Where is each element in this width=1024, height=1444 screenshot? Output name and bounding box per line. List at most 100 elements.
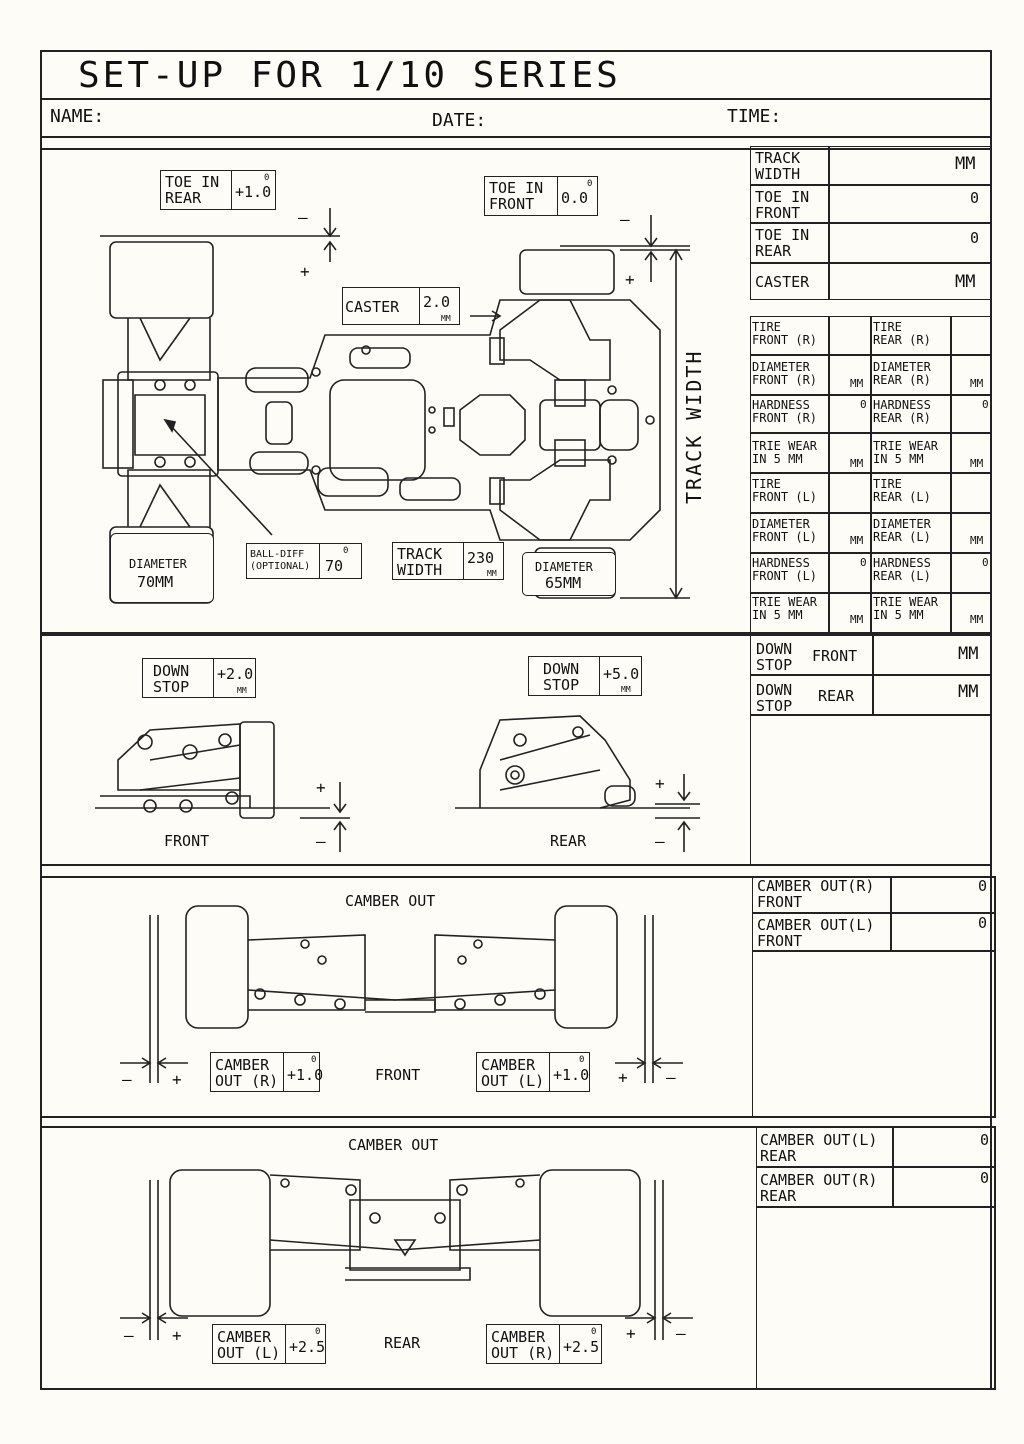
camber-out-l-rear-label: CAMBER OUT(L) REAR [760,1131,878,1165]
camber-rear-r-value: +2.5 [563,1338,600,1356]
caster-label: CASTER [345,298,400,316]
mm-unit: MM [970,613,984,626]
tire-wear-rear-l-label: TRIE WEAR IN 5 MM [873,595,939,622]
diameter-front-box: DIAMETER 65MM [522,552,616,596]
caster-value: 2.0 [423,293,451,311]
toe-rear-arrows [100,208,340,262]
tire-rear-l-label: TIRE REAR (L) [873,477,931,504]
minus-mark: – [122,1070,132,1089]
tire-rear-r-label: TIRE REAR (R) [873,320,931,347]
downstop-front-box: DOWN STOP +2.0 MM [142,658,256,698]
ball-diff-value: 70 [325,557,344,575]
hardness-front-r-label: HARDNESS FRONT (R) [752,398,818,425]
downstop-rear-caption: REAR [550,832,587,850]
table-divider [828,316,830,634]
mm-unit: MM [621,685,631,694]
minus-mark: – [298,208,308,227]
toe-rear-row-label: TOE IN REAR [755,226,810,260]
mm-unit: MM [958,644,979,664]
tire-front-l-label: TIRE FRONT (L) [752,477,818,504]
plus-mark: + [172,1326,182,1345]
degree-unit: 0 [311,1055,317,1065]
camber-front-caption: FRONT [375,1066,421,1084]
downstop-rear-value: +5.0 [603,665,640,683]
degree-unit: 0 [860,556,867,569]
camber-label: CAMBER OUT (L) [217,1328,281,1362]
table-divider [750,674,992,676]
mm-unit: MM [970,457,984,470]
downstop-front-value: +2.0 [217,665,254,683]
diameter-rear-value: 70MM [137,573,174,591]
tire-wear-rear-r-label: TRIE WEAR IN 5 MM [873,439,939,466]
hardness-front-l-label: HARDNESS FRONT (L) [752,556,818,583]
track-width-row-label: TRACK WIDTH [755,149,801,183]
caster-row-label: CASTER [755,273,810,291]
table-divider [750,592,992,594]
camber-rear-table [756,1126,996,1390]
camber-rear-title: CAMBER OUT [348,1136,439,1154]
camber-rear-r-box: CAMBER OUT (R) +2.5 0 [486,1324,602,1364]
mm-unit: MM [850,457,864,470]
downstop-rear-row-label: DOWN STOP [756,681,793,715]
downstop-label: DOWN STOP [153,662,190,696]
camber-out-r-front-label: CAMBER OUT(R) FRONT [757,877,875,911]
degree-unit: 0 [982,398,989,411]
toe-rear-box: TOE IN REAR +1.0 0 [160,170,276,210]
track-width-vertical-label: TRACK WIDTH [682,349,706,504]
track-width-value: 230 [467,549,495,567]
downstop-rear-row-side: REAR [818,687,855,705]
toe-front-arrows [560,215,690,282]
plus-mark: + [626,1324,636,1343]
hardness-rear-l-label: HARDNESS REAR (L) [873,556,931,583]
minus-mark: – [620,210,630,229]
table-divider [750,432,992,434]
diameter-rear-r-label: DIAMETER REAR (R) [873,360,931,387]
name-label: NAME: [50,106,105,127]
table-divider [870,316,872,634]
camber-rear-caption: REAR [384,1334,421,1352]
camber-out-r-rear-label: CAMBER OUT(R) REAR [760,1171,878,1205]
degree-unit: 0 [978,914,988,932]
toe-front-value: 0.0 [561,189,589,207]
camber-rear-drawing [120,1169,693,1340]
downstop-front-drawing [95,721,350,852]
degree-unit: 0 [579,1055,585,1065]
degree-unit: 0 [315,1327,321,1337]
plus-mark: + [172,1070,182,1089]
camber-out-l-front-label: CAMBER OUT(L) FRONT [757,916,875,950]
toe-front-row-label: TOE IN FRONT [755,188,810,222]
table-divider [750,472,992,474]
table-divider [950,316,952,634]
mm-unit: MM [958,682,979,702]
table-divider [756,1206,996,1208]
plus-mark: + [300,262,310,281]
downstop-front-row-label: DOWN STOP [756,640,793,674]
degree-unit: 0 [980,1169,990,1187]
degree-unit: 0 [980,1131,990,1149]
track-width-label: TRACK WIDTH [397,545,443,579]
caster-row-unit: MM [955,272,976,292]
camber-label: CAMBER OUT (R) [491,1328,555,1362]
minus-mark: – [316,832,326,851]
minus-mark: – [676,1324,686,1343]
camber-front-l-box: CAMBER OUT (L) +1.0 0 [476,1052,590,1092]
diameter-label: DIAMETER [129,557,187,571]
camber-front-table [752,876,996,1118]
table-divider [750,354,992,356]
table-divider [750,394,992,396]
hardness-rear-r-label: HARDNESS REAR (R) [873,398,931,425]
table-divider [750,222,992,224]
diameter-front-l-label: DIAMETER FRONT (L) [752,517,818,544]
table-divider [750,714,992,716]
plus-mark: + [655,774,665,793]
minus-mark: – [655,832,665,851]
diameter-front-value: 65MM [545,574,582,592]
minus-mark: – [666,1068,676,1087]
camber-front-title: CAMBER OUT [345,892,436,910]
toe-front-row-unit: 0 [970,189,980,207]
camber-label: CAMBER OUT (L) [481,1056,545,1090]
page-title: SET-UP FOR 1/10 SERIES [78,55,621,96]
toe-front-label: TOE IN FRONT [489,179,544,213]
plus-mark: + [618,1068,628,1087]
